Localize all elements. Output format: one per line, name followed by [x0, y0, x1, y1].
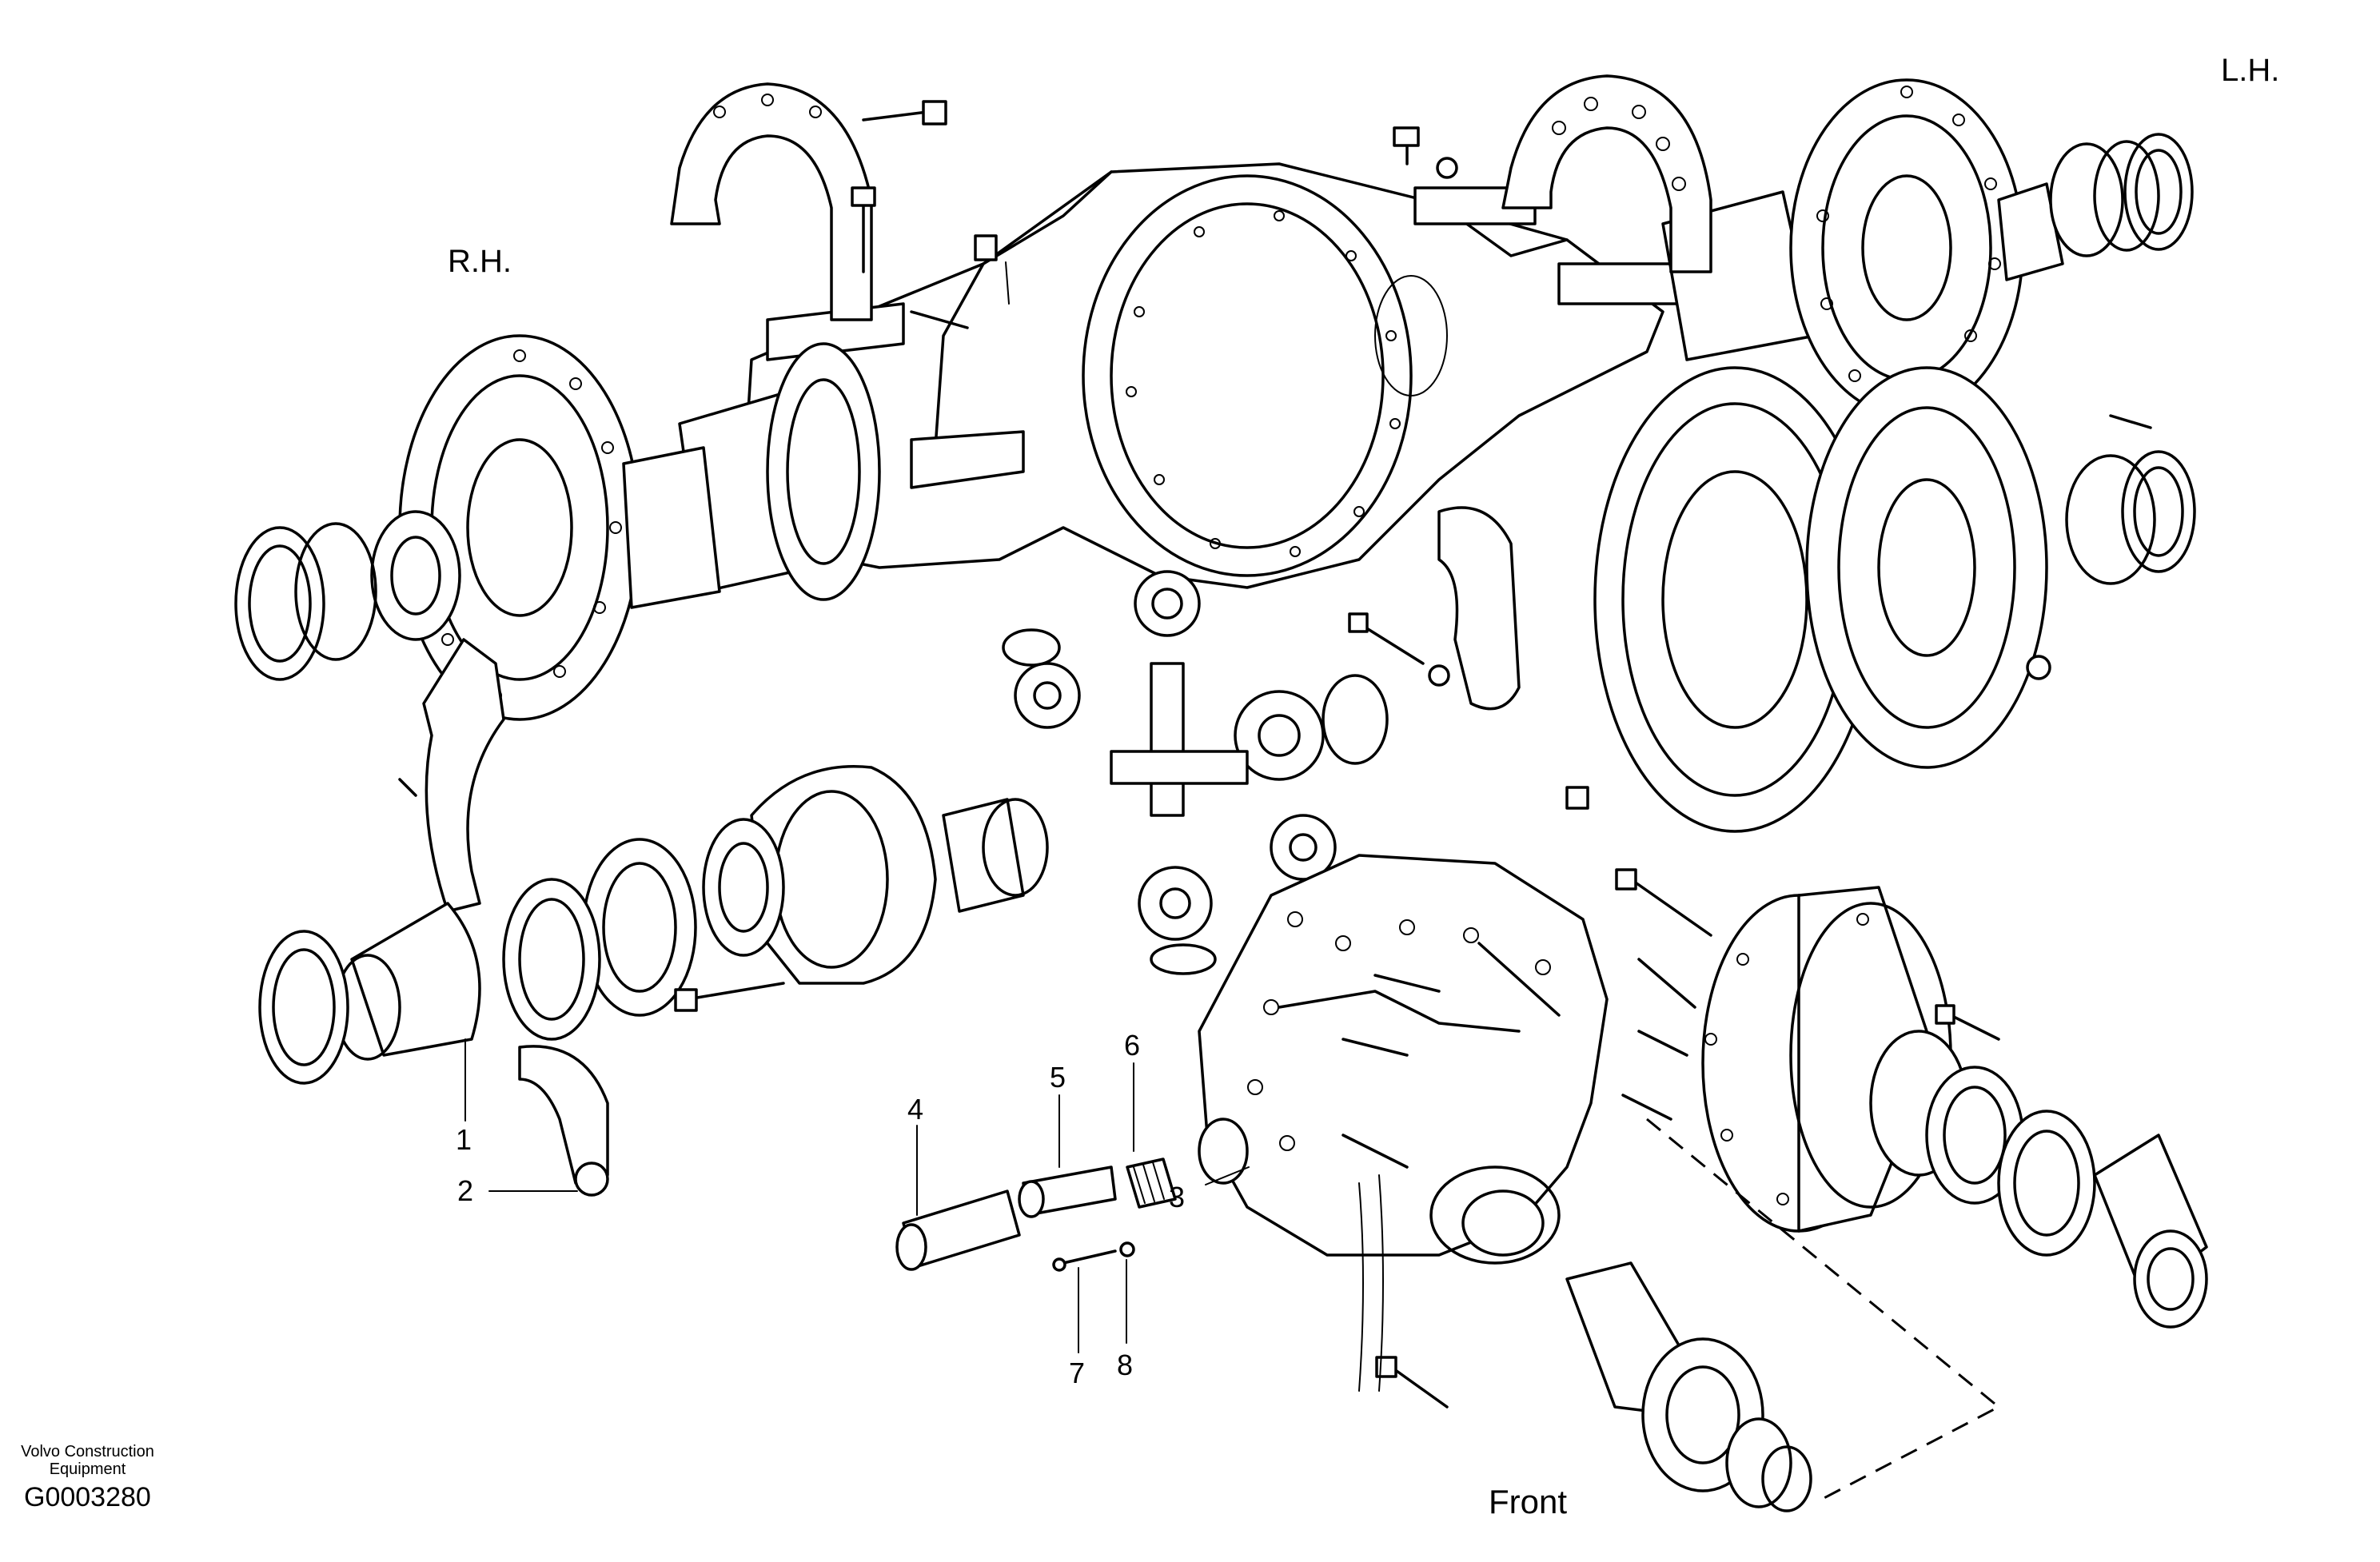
callout-5: 5 — [1050, 1061, 1066, 1094]
sensor-parts — [895, 1158, 1177, 1272]
leader-3 — [1205, 1166, 1250, 1185]
axle-housing — [742, 162, 1688, 589]
callout-4: 4 — [907, 1093, 924, 1126]
company-line1: Volvo Construction — [21, 1443, 154, 1460]
leader-lines — [464, 261, 2001, 1504]
front-direction-label: Front — [1489, 1483, 1568, 1520]
assembly-dashed-line — [1646, 1118, 2001, 1504]
carrier-housing — [1198, 854, 1712, 1409]
lh-side-label: L.H. — [2221, 53, 2280, 88]
rh-side-label: R.H. — [448, 244, 512, 279]
pinion-gear — [1565, 1261, 1812, 1512]
callout-7: 7 — [1069, 1357, 1086, 1389]
callout-1: 1 — [456, 1123, 472, 1156]
rh-bearing-assembly — [258, 638, 1049, 1197]
rh-axle-hub — [234, 334, 881, 721]
lh-axle-hub — [1661, 78, 2194, 417]
callout-8: 8 — [1117, 1349, 1134, 1381]
lh-bearing-cap — [1348, 414, 2152, 810]
input-flange-assembly — [1701, 886, 2208, 1329]
callout-6: 6 — [1124, 1029, 1141, 1062]
callout-2: 2 — [457, 1174, 474, 1207]
company-line2: Equipment — [49, 1460, 126, 1478]
callout-3: 3 — [1169, 1181, 1186, 1213]
company-name: Volvo Construction Equipment — [18, 1443, 157, 1478]
drawing-code: G0003280 — [24, 1482, 151, 1512]
bearing-caps — [670, 74, 1712, 329]
ring-gear — [1593, 366, 2196, 833]
